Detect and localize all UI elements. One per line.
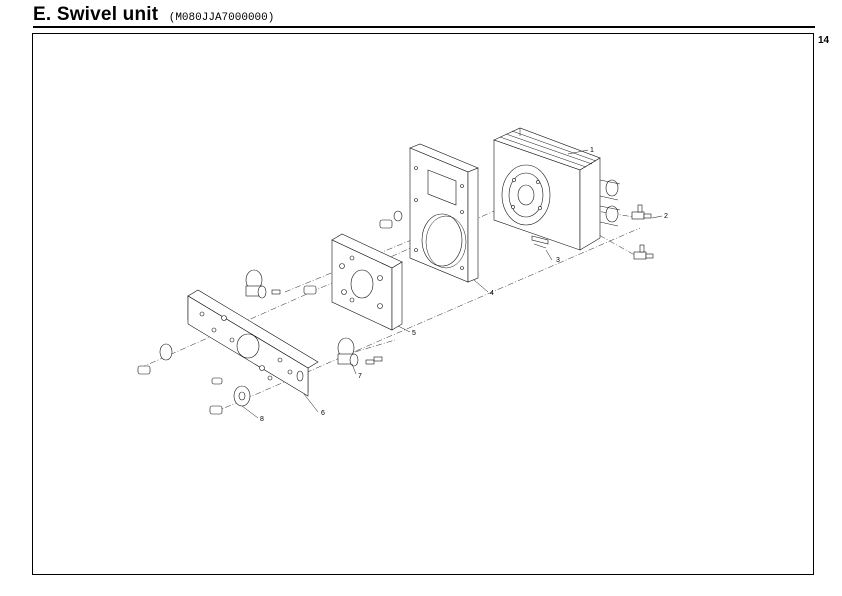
page-header: E. Swivel unit (M080JJA7000000) — [33, 4, 274, 26]
callout-leaders — [241, 149, 663, 419]
callout-7: 7 — [358, 373, 362, 380]
callout-5: 5 — [412, 330, 416, 337]
callout-1: 1 — [590, 147, 594, 154]
callout-3: 3 — [556, 257, 560, 264]
part-2-air-fittings — [631, 204, 654, 260]
part-8-screws — [137, 343, 251, 415]
part-3-key — [531, 235, 549, 249]
callout-6: 6 — [321, 410, 325, 417]
part-4-adapter-plate — [379, 143, 479, 283]
part-5-mounting-plate — [303, 233, 403, 331]
part-code: (M080JJA7000000) — [168, 12, 275, 24]
page-number: 14 — [818, 35, 830, 46]
callout-8: 8 — [260, 416, 264, 423]
callout-labels: 1 2 3 4 5 6 7 8 — [260, 147, 668, 423]
callout-4: 4 — [490, 290, 494, 297]
header-rule — [33, 26, 815, 28]
part-1-swivel-actuator — [493, 127, 621, 251]
section-title: E. Swivel unit — [33, 4, 159, 25]
callout-2: 2 — [664, 213, 668, 220]
part-6-base-plate — [187, 289, 319, 397]
part-7-stopper — [245, 269, 383, 367]
drawing-frame — [32, 33, 814, 575]
